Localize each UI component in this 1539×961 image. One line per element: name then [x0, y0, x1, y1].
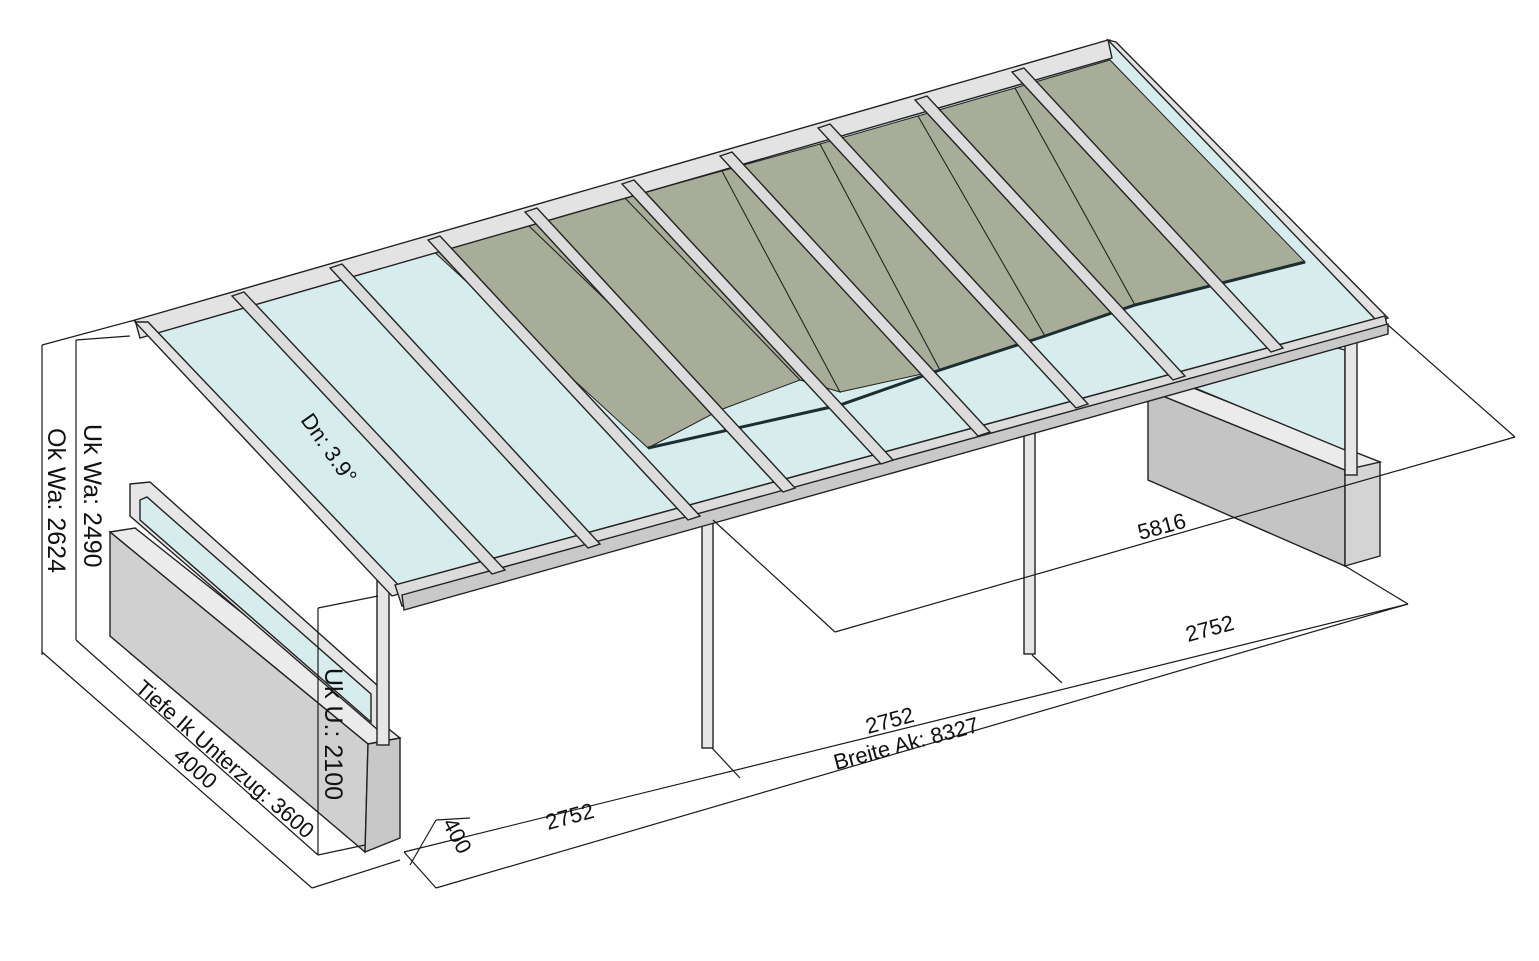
- rafter-5: [620, 179, 895, 465]
- height-wall-under-label: Uk Wa: 2490: [78, 424, 106, 568]
- post-1: [376, 574, 390, 746]
- rafter-7: [816, 123, 1090, 409]
- post-4: [1344, 334, 1358, 476]
- awning-edge: [647, 260, 1306, 450]
- rafter-8: [913, 95, 1187, 381]
- post-3: [1023, 425, 1036, 655]
- rafter-1: [230, 291, 507, 575]
- left-window-glass: [139, 496, 372, 724]
- left-wall: [108, 481, 402, 854]
- roof: Dn: 3.9°: [133, 38, 1390, 611]
- back-beam: [134, 39, 1113, 339]
- span-1-label: 2752: [543, 798, 597, 835]
- offset-400-label: 400: [438, 814, 477, 858]
- depth-back-label: 5816: [1135, 508, 1189, 545]
- height-beam-under-label: Uk U.: 2100: [319, 668, 347, 800]
- rafter-4: [523, 207, 797, 493]
- post-2: [701, 515, 714, 749]
- left-wall-end: [364, 737, 401, 854]
- rafter-2: [328, 263, 602, 549]
- right-edge-frame: [1105, 38, 1390, 323]
- span-3-label: 2752: [1183, 610, 1237, 647]
- front-gutter-lower: [401, 323, 1389, 611]
- rafter-6: [718, 151, 992, 437]
- rafter-9: [1010, 67, 1285, 353]
- posts: [376, 334, 1358, 749]
- rafter-3: [426, 235, 702, 521]
- height-wall-top-label: Ok Wa: 2624: [42, 428, 70, 573]
